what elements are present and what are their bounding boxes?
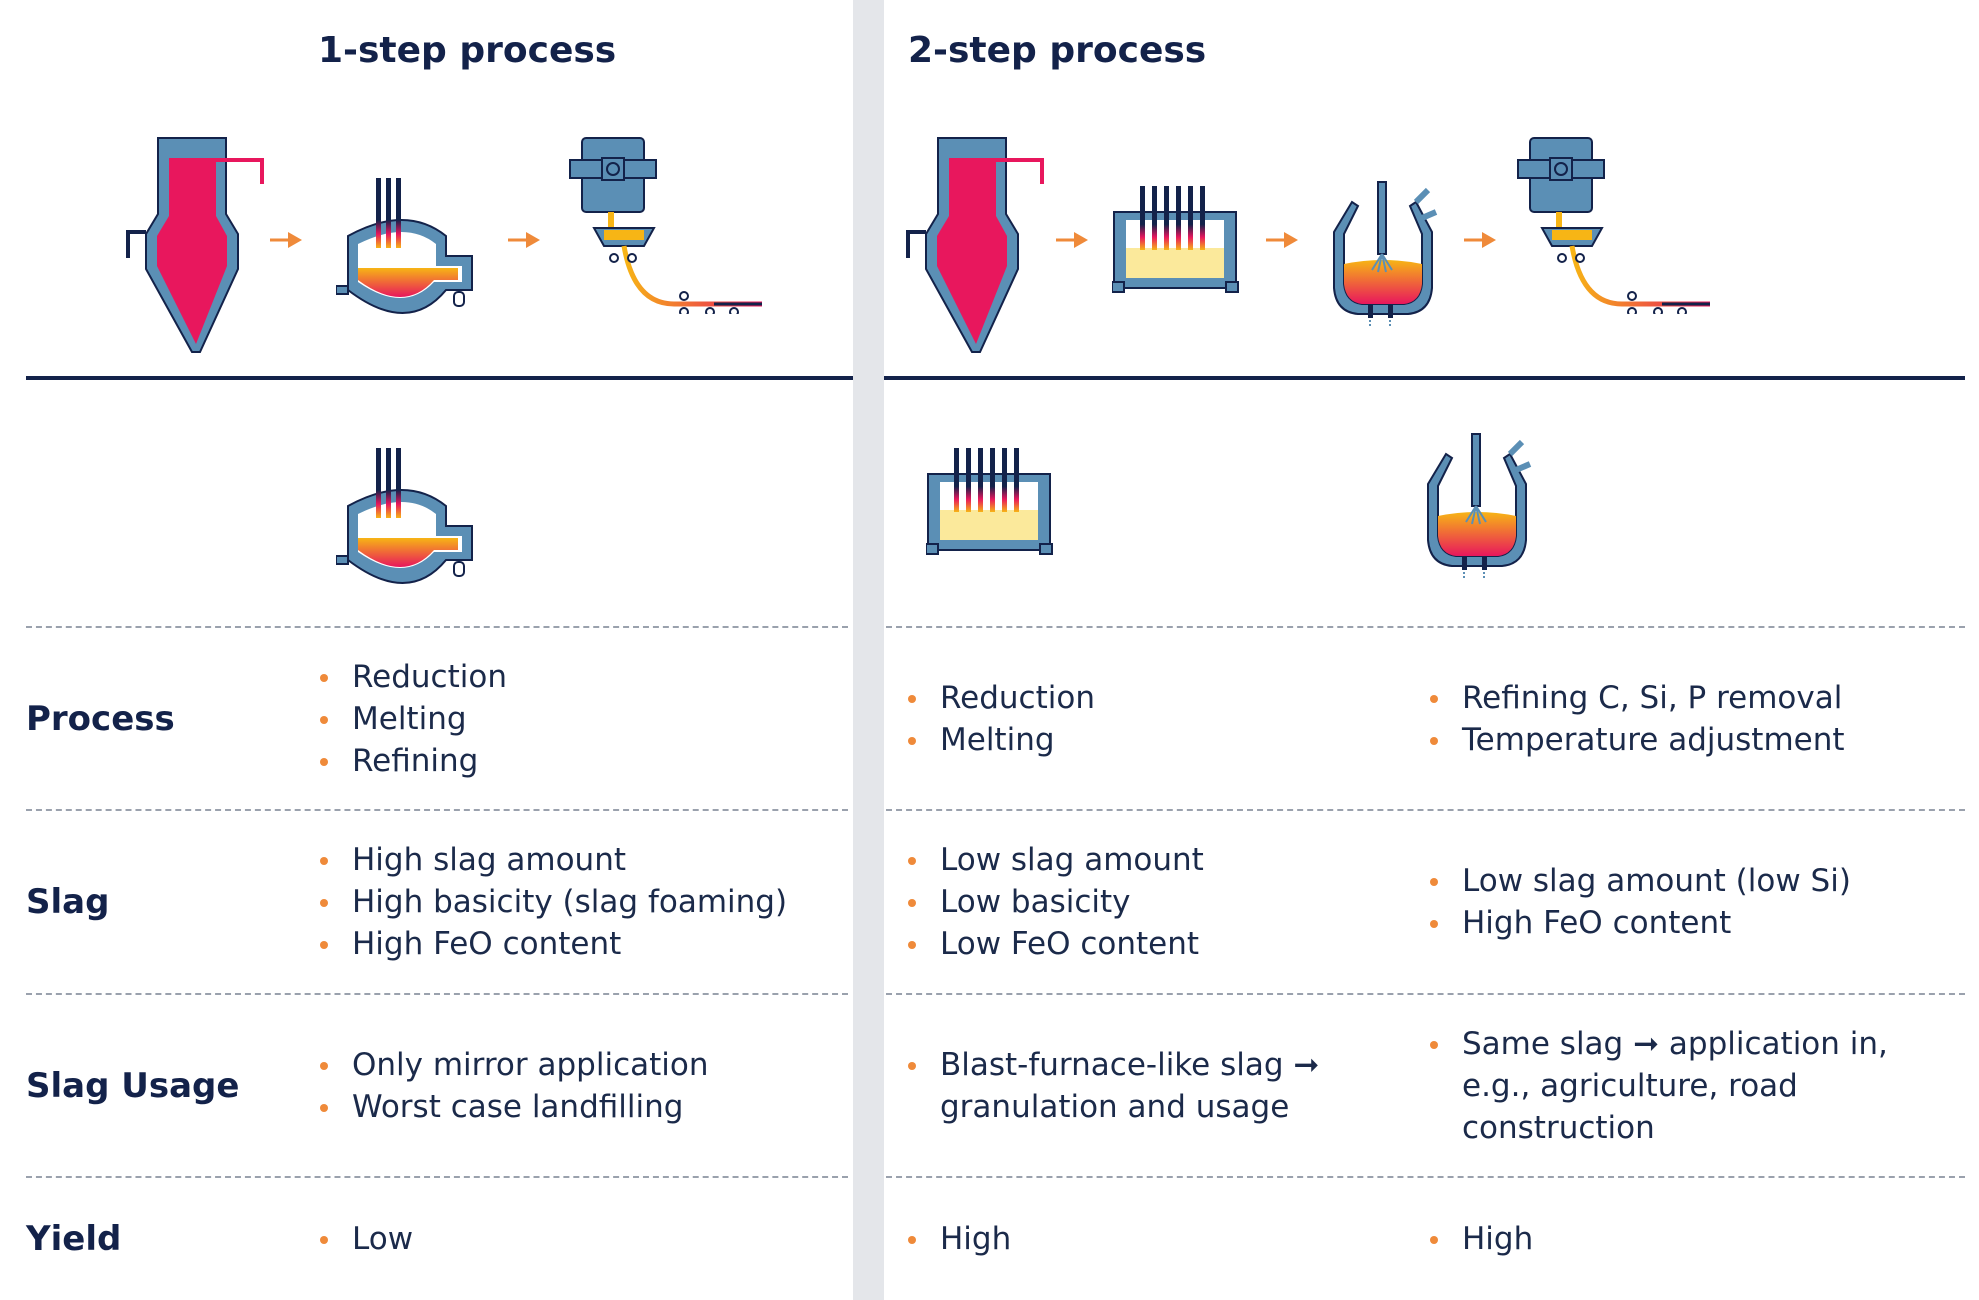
list-item: High: [906, 1218, 1406, 1260]
list-item: High FeO content: [1428, 902, 1965, 944]
list-item: Low basicity: [906, 881, 1406, 923]
list-item: Reduction: [318, 656, 848, 698]
flow-arrow-icon: [1056, 230, 1088, 250]
yield-one-step-cell: Low: [318, 1178, 848, 1300]
header-rule: [884, 376, 1965, 380]
process-two-step-a-list: Reduction Melting: [906, 677, 1406, 761]
slag-two-step-b-list: Low slag amount (low Si) High FeO conten…: [1428, 860, 1965, 944]
submerged-arc-furnace-icon: [926, 448, 1056, 558]
slag-usage-two-step-a-list: Blast-furnace-like slag ➞ granulation an…: [906, 1044, 1376, 1128]
slag-usage-two-step-b-list: Same slag ➞ application in, e.g., agricu…: [1428, 1023, 1918, 1149]
list-item: Worst case landfilling: [318, 1086, 848, 1128]
row-separator: [886, 626, 1965, 628]
process-two-step-a-cell: Reduction Melting: [906, 628, 1406, 809]
list-item: Melting: [318, 698, 848, 740]
slag-usage-two-step-b-cell: Same slag ➞ application in, e.g., agricu…: [1428, 995, 1918, 1176]
process-two-step-b-cell: Refining C, Si, P removal Temperature ad…: [1428, 628, 1965, 809]
list-item: Refining C, Si, P removal: [1428, 677, 1965, 719]
arc-furnace-icon: [336, 444, 476, 594]
row-separator: [26, 809, 848, 811]
process-two-step-b-list: Refining C, Si, P removal Temperature ad…: [1428, 677, 1965, 761]
row-separator: [886, 809, 1965, 811]
slag-one-step-list: High slag amount High basicity (slag foa…: [318, 839, 848, 965]
list-item: Low slag amount (low Si): [1428, 860, 1965, 902]
slag-usage-one-step-cell: Only mirror application Worst case landf…: [318, 995, 848, 1176]
list-item: Refining: [318, 740, 848, 782]
row-separator: [886, 1176, 1965, 1178]
flow-arrow-icon: [270, 230, 302, 250]
yield-two-step-a-list: High: [906, 1218, 1406, 1260]
row-label-slag-usage: Slag Usage: [26, 1065, 240, 1106]
blast-furnace-icon: [906, 134, 1056, 354]
slag-usage-one-step-list: Only mirror application Worst case landf…: [318, 1044, 848, 1128]
converter-icon: [1328, 178, 1438, 328]
yield-one-step-list: Low: [318, 1218, 848, 1260]
submerged-arc-furnace-icon: [1112, 186, 1242, 296]
two-step-title: 2-step process: [908, 30, 1207, 71]
row-separator: [26, 993, 848, 995]
row-separator: [886, 993, 1965, 995]
slag-two-step-a-cell: Low slag amount Low basicity Low FeO con…: [906, 811, 1406, 993]
list-item: Only mirror application: [318, 1044, 848, 1086]
list-item: Low: [318, 1218, 848, 1260]
converter-icon: [1422, 430, 1532, 580]
row-label-yield: Yield: [26, 1219, 122, 1259]
row-label-process: Process: [26, 698, 175, 739]
list-item: Blast-furnace-like slag ➞ granulation an…: [906, 1044, 1376, 1128]
yield-two-step-b-list: High: [1428, 1218, 1965, 1260]
list-item: High slag amount: [318, 839, 848, 881]
blast-furnace-icon: [126, 134, 276, 354]
list-item: Same slag ➞ application in, e.g., agricu…: [1428, 1023, 1918, 1149]
one-step-title: 1-step process: [318, 30, 617, 71]
row-label-slag: Slag: [26, 882, 110, 922]
flow-arrow-icon: [1464, 230, 1496, 250]
yield-two-step-a-cell: High: [906, 1178, 1406, 1300]
list-item: Low slag amount: [906, 839, 1406, 881]
list-item: Reduction: [906, 677, 1406, 719]
process-one-step-cell: Reduction Melting Refining: [318, 628, 848, 809]
slag-two-step-a-list: Low slag amount Low basicity Low FeO con…: [906, 839, 1406, 965]
row-separator: [26, 1176, 848, 1178]
arc-furnace-icon: [336, 174, 476, 324]
flow-arrow-icon: [508, 230, 540, 250]
list-item: Low FeO content: [906, 923, 1406, 965]
list-item: Temperature adjustment: [1428, 719, 1965, 761]
process-one-step-list: Reduction Melting Refining: [318, 656, 848, 782]
flow-arrow-icon: [1266, 230, 1298, 250]
column-divider: [853, 0, 884, 1300]
slag-usage-two-step-a-cell: Blast-furnace-like slag ➞ granulation an…: [906, 995, 1376, 1176]
slag-one-step-cell: High slag amount High basicity (slag foa…: [318, 811, 848, 993]
header-rule: [26, 376, 853, 380]
row-separator: [26, 626, 848, 628]
list-item: Melting: [906, 719, 1406, 761]
continuous-caster-icon: [564, 134, 764, 314]
list-item: High FeO content: [318, 923, 848, 965]
list-item: High basicity (slag foaming): [318, 881, 848, 923]
continuous-caster-icon: [1512, 134, 1712, 314]
slag-two-step-b-cell: Low slag amount (low Si) High FeO conten…: [1428, 811, 1965, 993]
yield-two-step-b-cell: High: [1428, 1178, 1965, 1300]
list-item: High: [1428, 1218, 1965, 1260]
